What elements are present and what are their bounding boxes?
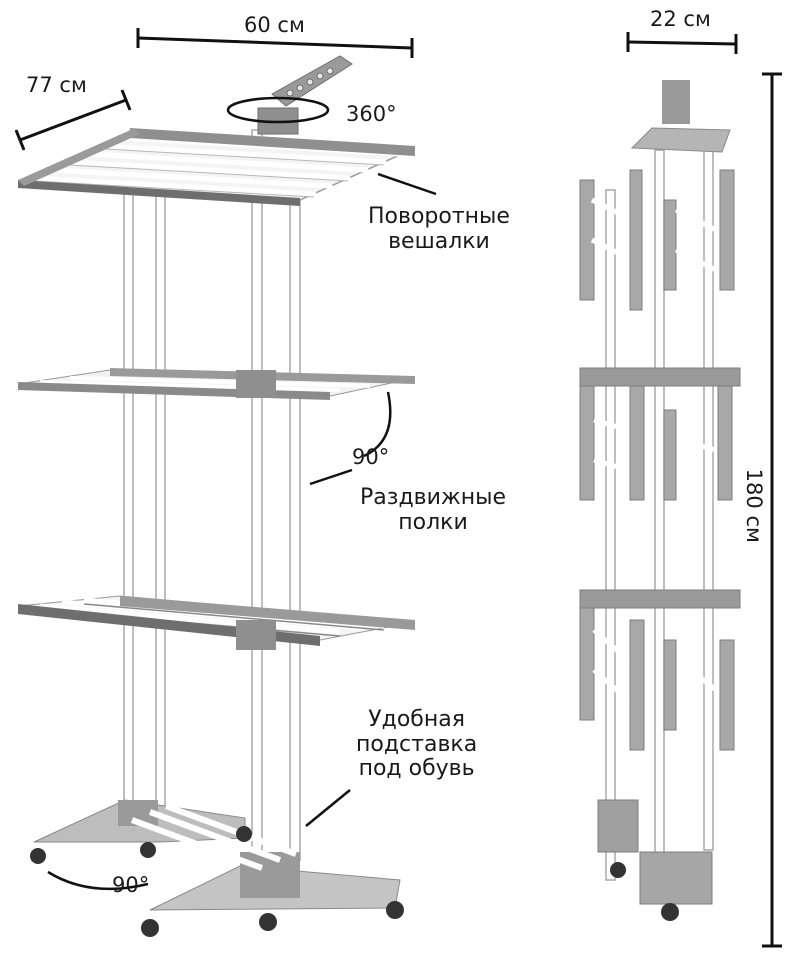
shelf-angle-label: 90° [352, 445, 390, 469]
rotation-angle-label: 360° [346, 102, 397, 126]
caption-line: под обувь [358, 756, 475, 782]
bottom-shelf [17, 595, 416, 650]
caption-line: Поворотные [368, 204, 510, 229]
width-dimension-label: 60 см [244, 13, 305, 37]
top-shelf [17, 128, 416, 206]
caption-rotating-hangers: Поворотные вешалки [368, 204, 510, 254]
vertical-poles [123, 129, 301, 871]
caption-shoe-stand: Удобная подставка под обувь [356, 707, 478, 782]
caption-line: вешалки [388, 228, 490, 254]
folded-width-dimension-label: 22 см [650, 7, 711, 31]
base-stand [30, 799, 404, 937]
caption-line: полки [398, 509, 468, 535]
height-dimension-label: 180 см [739, 464, 767, 547]
caption-line: Раздвижные [360, 485, 507, 510]
depth-dimension-label: 77 см [26, 73, 87, 97]
caption-line: Удобная [368, 707, 465, 732]
folded-dryer [579, 80, 741, 921]
dimension-lines [14, 28, 782, 948]
base-angle-label: 90° [112, 873, 150, 897]
caption-sliding-shelves: Раздвижные полки [360, 485, 507, 535]
rotating-hanger [226, 55, 353, 135]
callout-lines [47, 172, 437, 891]
middle-shelf [17, 368, 416, 400]
unfolded-dryer [17, 55, 416, 937]
caption-line: подставка [356, 731, 478, 757]
